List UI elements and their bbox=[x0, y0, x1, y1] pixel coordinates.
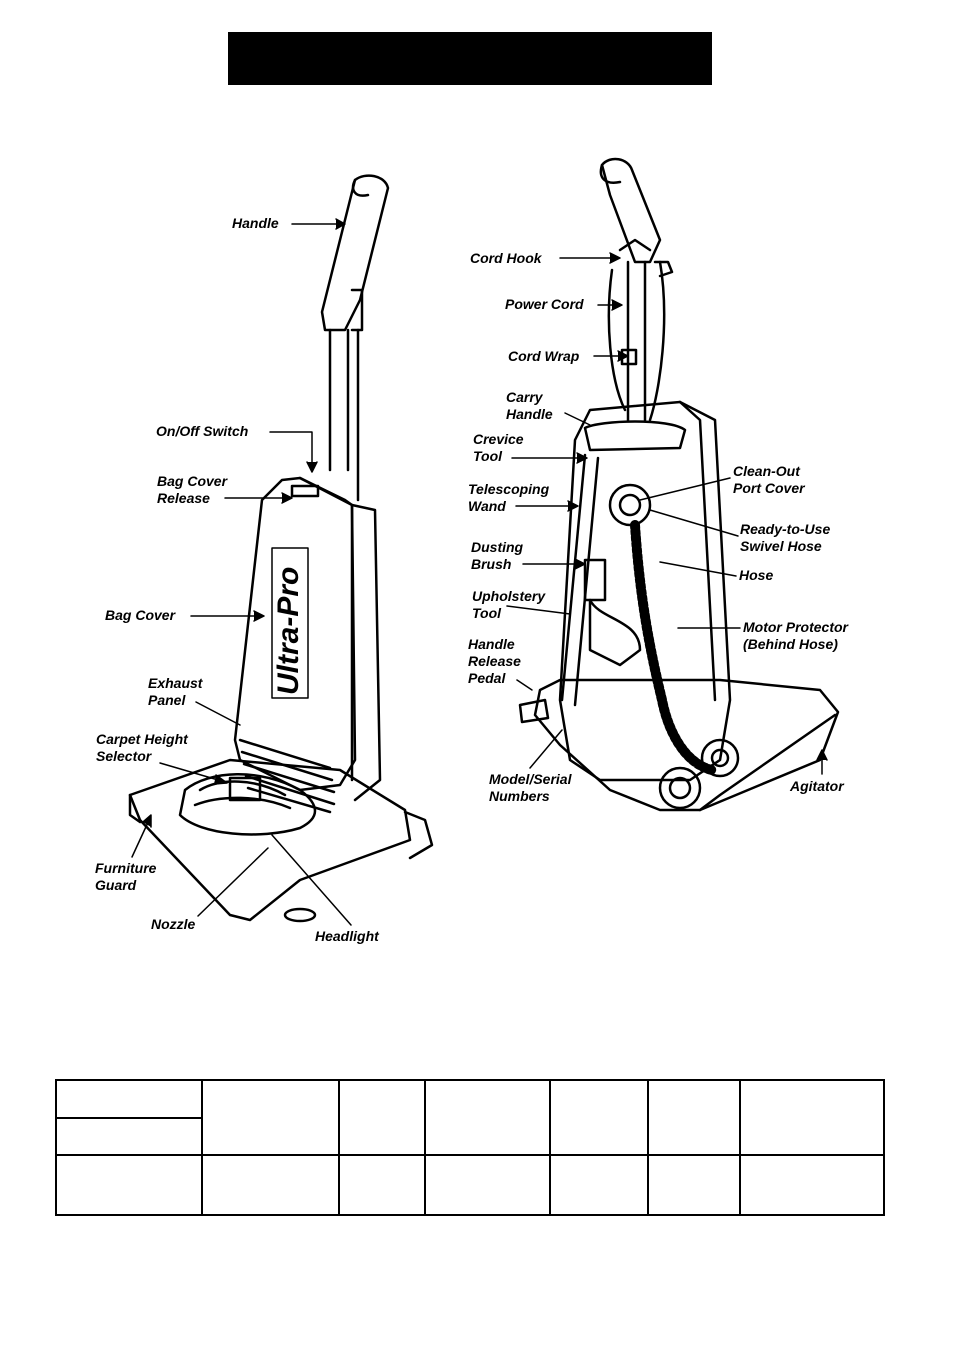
label-cord-hook: Cord Hook bbox=[470, 250, 542, 266]
label-agitator: Agitator bbox=[790, 778, 844, 794]
table-cell bbox=[549, 1154, 649, 1216]
label-bag-cover: Bag Cover bbox=[105, 607, 176, 623]
table-row bbox=[55, 1154, 885, 1216]
label-power-cord: Power Cord bbox=[505, 296, 584, 312]
table-row bbox=[55, 1079, 885, 1156]
label-carry-handle: Carry Handle bbox=[506, 389, 553, 422]
label-handle: Handle bbox=[232, 215, 279, 231]
label-cord-wrap: Cord Wrap bbox=[508, 348, 580, 364]
label-exhaust-panel: Exhaust Panel bbox=[148, 675, 203, 708]
table-cell bbox=[739, 1079, 885, 1156]
table-cell bbox=[55, 1117, 203, 1156]
label-furniture-guard: Furniture Guard bbox=[95, 860, 157, 893]
label-ready-to-use-swivel-hose: Ready-to-Use Swivel Hose bbox=[740, 521, 831, 554]
table-cell bbox=[55, 1079, 203, 1119]
label-upholstery-tool: Upholstery Tool bbox=[472, 588, 546, 621]
leader-lines bbox=[131, 218, 828, 926]
label-bag-cover-release: Bag Cover Release bbox=[157, 473, 228, 506]
label-nozzle: Nozzle bbox=[151, 916, 196, 932]
label-motor-protector: Motor Protector (Behind Hose) bbox=[743, 619, 848, 652]
brand-mark: Ultra-Pro bbox=[272, 567, 305, 695]
label-clean-out-port-cover: Clean-Out Port Cover bbox=[733, 463, 805, 496]
title-bar bbox=[228, 32, 712, 85]
label-dusting-brush: Dusting Brush bbox=[471, 539, 524, 572]
front-view-vacuum bbox=[128, 174, 434, 923]
table-cell bbox=[201, 1079, 340, 1156]
vacuum-illustrations: Ultra-Pro bbox=[128, 157, 840, 926]
table-cell bbox=[739, 1154, 885, 1216]
table-cell bbox=[424, 1079, 551, 1156]
table-cell bbox=[549, 1079, 649, 1156]
label-on-off-switch: On/Off Switch bbox=[156, 423, 249, 439]
table-cell bbox=[338, 1079, 426, 1156]
label-carpet-height-selector: Carpet Height Selector bbox=[96, 731, 188, 764]
table-cell bbox=[55, 1154, 203, 1216]
table-cell bbox=[647, 1154, 741, 1216]
label-crevice-tool: Crevice Tool bbox=[473, 431, 524, 464]
table-cell bbox=[424, 1154, 551, 1216]
table-row bbox=[55, 1117, 884, 1156]
table-cell bbox=[338, 1154, 426, 1216]
back-view-vacuum bbox=[518, 157, 840, 812]
label-model-serial-numbers: Model/Serial Numbers bbox=[489, 771, 572, 804]
table-cell bbox=[201, 1154, 340, 1216]
table-cell bbox=[647, 1079, 741, 1156]
label-headlight: Headlight bbox=[315, 928, 379, 944]
label-handle-release-pedal: Handle Release Pedal bbox=[468, 636, 521, 686]
label-hose: Hose bbox=[739, 567, 774, 583]
spec-table bbox=[55, 1079, 885, 1216]
label-telescoping-wand: Telescoping Wand bbox=[468, 481, 550, 514]
